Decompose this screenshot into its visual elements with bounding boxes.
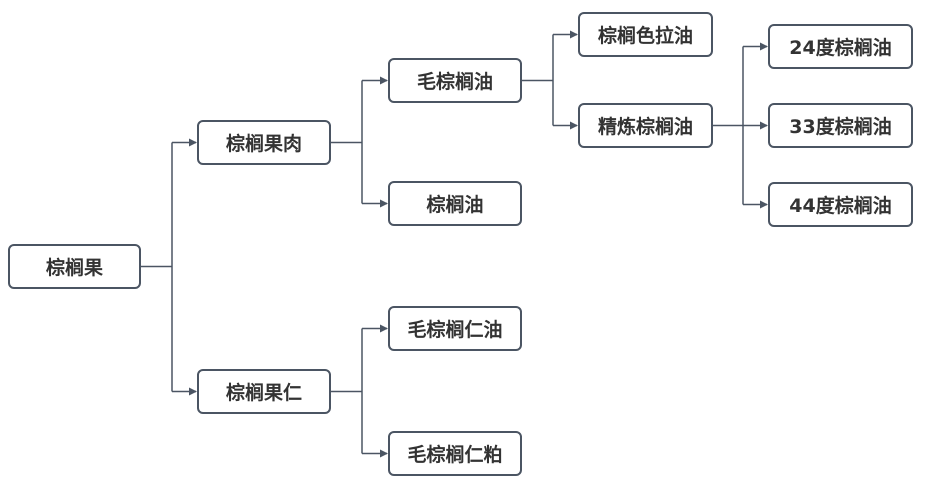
node-palm-oil: 棕榈油 [388,181,522,226]
node-oil-33: 33度棕榈油 [768,103,913,148]
node-crude-kernel-oil: 毛棕榈仁油 [388,306,522,351]
node-refined-oil: 精炼棕榈油 [578,103,713,148]
node-crude-kernel-meal: 毛棕榈仁粕 [388,431,522,476]
node-root: 棕榈果 [8,244,141,289]
node-kernel: 棕榈果仁 [197,369,331,414]
node-crude-palm-oil: 毛棕榈油 [388,58,522,103]
node-oil-44: 44度棕榈油 [768,182,913,227]
node-oil-24: 24度棕榈油 [768,24,913,69]
node-salad-oil: 棕榈色拉油 [578,12,713,57]
node-pulp: 棕榈果肉 [197,120,331,165]
